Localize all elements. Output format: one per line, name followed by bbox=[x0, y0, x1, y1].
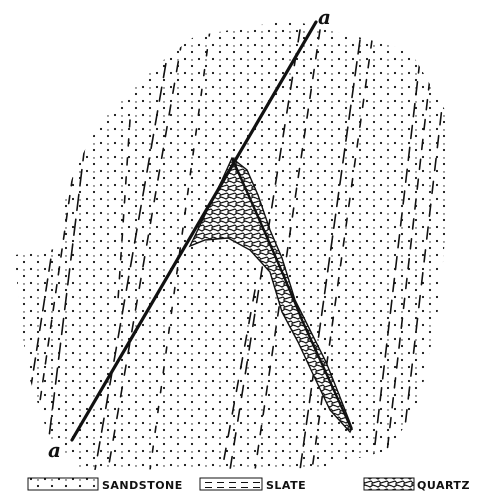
legend-label-sandstone: SANDSTONE bbox=[102, 479, 183, 492]
legend-item-quartz: QUARTZ bbox=[364, 478, 470, 492]
slate-swatch bbox=[200, 478, 262, 490]
legend-item-sandstone: SANDSTONE bbox=[28, 478, 183, 492]
quartz-swatch bbox=[364, 478, 414, 490]
legend-item-slate: SLATE bbox=[200, 478, 306, 492]
sandstone-swatch bbox=[28, 478, 98, 490]
legend-label-quartz: QUARTZ bbox=[417, 479, 470, 492]
legend: SANDSTONE SLATE QUARTZ bbox=[28, 478, 470, 492]
fault-label-bottom: a bbox=[48, 438, 61, 462]
legend-label-slate: SLATE bbox=[266, 479, 306, 492]
fault-label-top: a bbox=[318, 5, 331, 29]
